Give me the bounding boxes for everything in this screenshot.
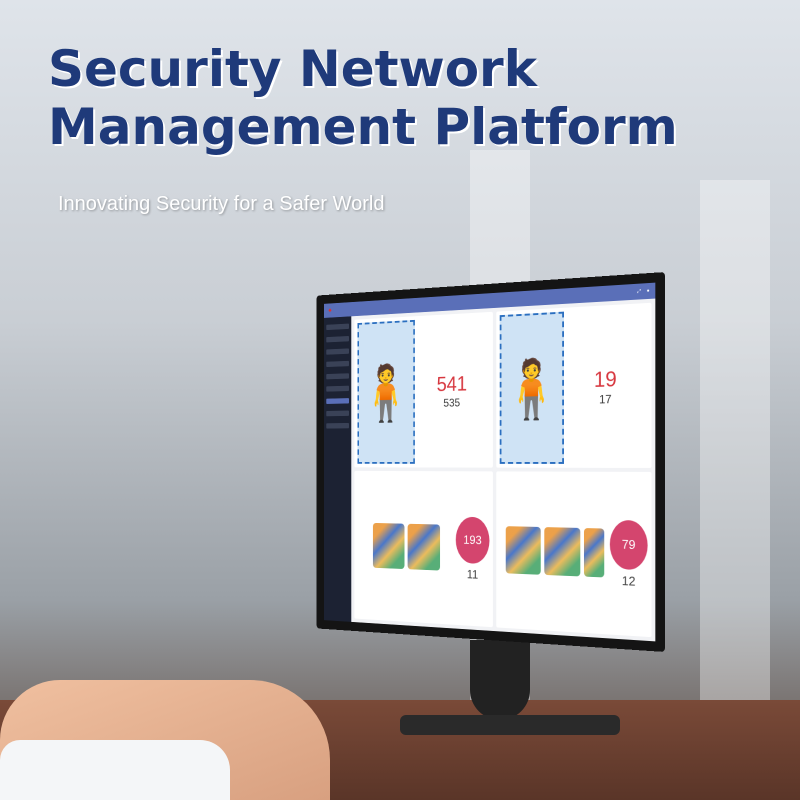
sidebar-item[interactable] bbox=[326, 323, 349, 331]
sidebar-item-active[interactable] bbox=[326, 398, 349, 404]
xray-bag-image bbox=[407, 523, 440, 571]
headline-line-2: Management Platform bbox=[48, 98, 678, 156]
logo-icon: ◆ bbox=[328, 307, 332, 314]
tagline: Innovating Security for a Safer World bbox=[58, 193, 385, 215]
people-card: 🧍 19 17 bbox=[496, 302, 652, 468]
suspicious-badge: 79 bbox=[609, 519, 648, 570]
sidebar-item[interactable] bbox=[326, 422, 349, 429]
sidebar bbox=[324, 316, 352, 622]
headline: Security Network Management Platform bbox=[48, 40, 678, 156]
dashboard-screen: ◆ ⤢ ● 🧍 541 535 🧍 19 17 bbox=[324, 282, 656, 642]
background-pillar bbox=[700, 180, 770, 720]
sidebar-item[interactable] bbox=[326, 385, 349, 392]
xray-bag-image bbox=[583, 528, 604, 578]
user-icon[interactable]: ● bbox=[646, 287, 650, 295]
fullscreen-icon[interactable]: ⤢ bbox=[637, 288, 641, 295]
suspicious-badge: 193 bbox=[455, 516, 490, 564]
keyboard bbox=[400, 715, 620, 735]
baggage-card: 79 12 bbox=[496, 471, 652, 638]
sidebar-item[interactable] bbox=[326, 348, 349, 355]
xray-bag-image bbox=[543, 527, 580, 577]
xray-bag-image bbox=[372, 522, 405, 570]
baggage-count: 12 bbox=[621, 572, 636, 589]
sidebar-item[interactable] bbox=[326, 335, 349, 343]
baggage-count: 11 bbox=[466, 566, 479, 582]
sidebar-item[interactable] bbox=[326, 410, 349, 417]
people-secondary: 17 bbox=[599, 392, 612, 407]
monitor-stand bbox=[470, 640, 530, 720]
sidebar-item[interactable] bbox=[326, 360, 349, 368]
people-secondary: 535 bbox=[443, 396, 461, 410]
people-count: 19 bbox=[593, 366, 617, 392]
people-card: 🧍 541 535 bbox=[354, 311, 493, 468]
operator-sleeve bbox=[0, 740, 230, 800]
baggage-card: 193 11 bbox=[354, 470, 493, 628]
headline-line-1: Security Network bbox=[48, 40, 537, 98]
sidebar-item[interactable] bbox=[326, 373, 349, 380]
xray-bag-image bbox=[505, 526, 541, 575]
person-icon: 🧍 bbox=[357, 319, 416, 464]
person-icon: 🧍 bbox=[499, 311, 565, 464]
monitor: ◆ ⤢ ● 🧍 541 535 🧍 19 17 bbox=[316, 272, 665, 652]
people-count: 541 bbox=[436, 371, 468, 396]
